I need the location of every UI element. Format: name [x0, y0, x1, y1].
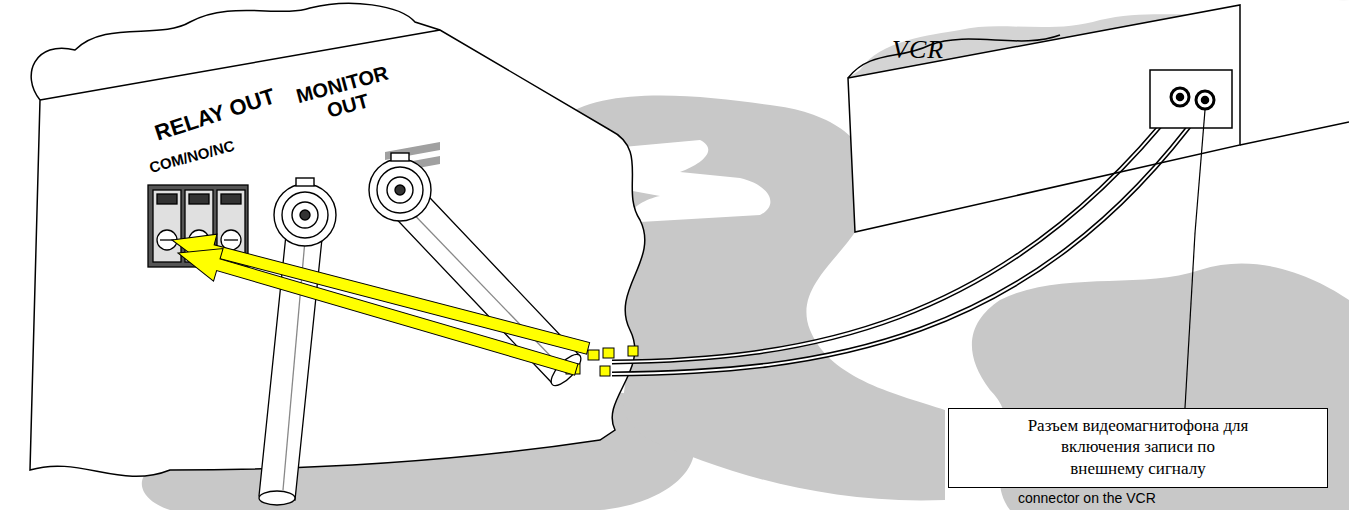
callout-box: Разъем видеомагнитофона для включения за…	[948, 408, 1328, 488]
leader-line	[1195, 110, 1205, 233]
bnc-connector	[274, 184, 336, 246]
control-wire	[612, 108, 1203, 374]
vcr-jack	[1202, 97, 1209, 104]
leader-line	[1185, 233, 1195, 408]
vcr-body-fill	[1240, 0, 1349, 145]
callout-text: Разъем видеомагнитофона для включения за…	[1026, 415, 1251, 479]
bnc-connector	[387, 177, 413, 203]
control-wire	[612, 104, 1178, 362]
wire-end	[588, 350, 599, 360]
terminal-block	[224, 239, 238, 240]
vcr-body-fill	[848, 0, 1349, 232]
leader-line	[1195, 110, 1205, 233]
device-name: VCR	[892, 35, 944, 65]
vcr-jack	[1171, 88, 1189, 106]
pointer-arrow	[168, 224, 593, 365]
wire-end	[600, 366, 610, 376]
terminal-block	[157, 194, 177, 204]
control-wire	[612, 104, 1178, 362]
vcr-jack	[1150, 70, 1232, 128]
bnc-connector	[377, 167, 423, 213]
vcr-side	[848, 35, 1349, 145]
vcr-jack	[1150, 70, 1232, 128]
vcr-jack	[1177, 94, 1184, 101]
terminal-block	[221, 194, 241, 204]
bnc-connector	[282, 192, 328, 238]
bnc-connector	[369, 159, 431, 221]
english-caption: connector on the VCR	[1018, 491, 1156, 506]
bnc-connector	[292, 202, 318, 228]
vcr-outline	[848, 5, 1240, 232]
bnc-connector	[395, 185, 405, 195]
terminal-block	[189, 194, 209, 204]
bnc-connector	[274, 153, 431, 246]
vcr-box: VCR	[848, 5, 1240, 233]
bnc-connector	[391, 153, 409, 161]
wire-end	[603, 348, 614, 358]
control-wire	[612, 108, 1203, 374]
vcr-side	[1240, 122, 1349, 145]
terminal-block	[153, 190, 181, 262]
device-housing	[30, 3, 645, 476]
bnc-connector	[300, 210, 310, 220]
device-housing	[30, 3, 645, 476]
pointer-arrow	[173, 237, 581, 386]
vcr-jack	[1196, 91, 1214, 109]
control-wire	[612, 104, 1203, 374]
pointer-arrow	[168, 224, 593, 386]
bnc-connector	[296, 178, 314, 186]
bnc-cable	[259, 491, 295, 505]
wire-end	[628, 346, 638, 356]
bnc-cable	[259, 180, 585, 505]
vcr-body-fill	[848, 5, 1240, 232]
panel-stripes	[385, 142, 440, 160]
